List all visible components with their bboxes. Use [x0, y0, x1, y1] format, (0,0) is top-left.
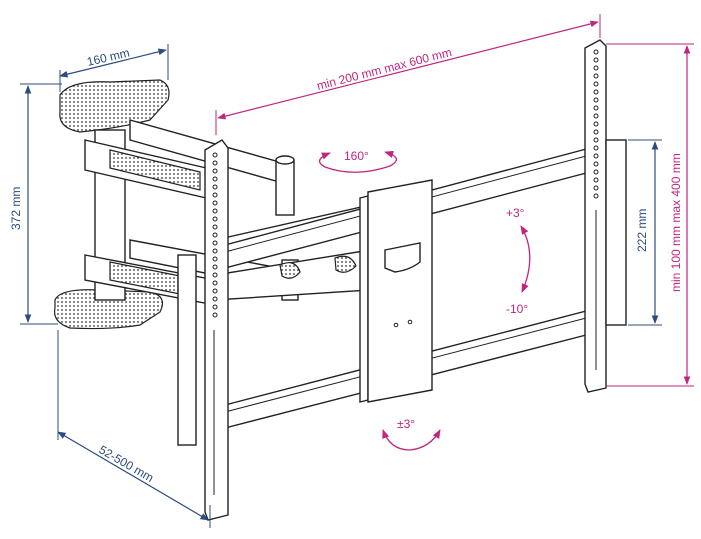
rail-hole	[212, 280, 218, 286]
rail-hole	[212, 232, 218, 238]
rail-hole	[212, 296, 218, 302]
right-rail	[584, 39, 627, 393]
rail-hole	[593, 153, 599, 159]
rail-hole	[212, 272, 218, 278]
label-tilt-up: +3°	[506, 206, 525, 220]
rail-hole	[212, 248, 218, 254]
rail-hole	[593, 113, 599, 119]
label-wall-plate-height: 372 mm	[9, 187, 23, 230]
rail-hole	[212, 152, 218, 158]
rail-hole	[212, 160, 218, 166]
rail-hole	[212, 168, 218, 174]
rail-hole	[593, 177, 599, 183]
rail-hole	[593, 65, 599, 71]
dimension-372mm: 372 mm	[9, 83, 62, 325]
label-tilt-down: -10°	[506, 302, 528, 316]
dimension-222mm: 222 mm	[628, 139, 662, 326]
rail-hole	[212, 288, 218, 294]
rail-hole	[212, 192, 218, 198]
rail-hole	[593, 185, 599, 191]
rail-hole	[593, 49, 599, 55]
rail-hole	[593, 97, 599, 103]
label-swivel: 160°	[344, 149, 369, 163]
rail-hole	[212, 216, 218, 222]
rail-hole	[593, 89, 599, 95]
rail-hole	[593, 145, 599, 151]
rail-hole	[593, 129, 599, 135]
label-level: ±3°	[397, 417, 415, 431]
label-wall-plate-width: 160 mm	[86, 46, 131, 69]
rail-hole	[593, 121, 599, 127]
rail-hole	[593, 169, 599, 175]
dimension-vesa-vertical: min 100 mm max 400 mm	[606, 43, 694, 387]
rail-hole	[212, 256, 218, 262]
swivel-indicator: 160°	[318, 149, 397, 173]
rail-hole	[212, 200, 218, 206]
rail-hole	[212, 224, 218, 230]
rail-hole	[593, 81, 599, 87]
left-rail	[177, 139, 229, 521]
rail-hole	[593, 73, 599, 79]
label-plate-height: 222 mm	[635, 209, 649, 252]
rail-hole	[593, 105, 599, 111]
level-indicator: ±3°	[382, 417, 441, 451]
rail-hole	[212, 208, 218, 214]
rail-hole	[212, 184, 218, 190]
rail-hole	[212, 312, 218, 318]
label-vesa-horizontal: min 200 mm max 600 mm	[315, 45, 453, 93]
rail-hole	[593, 57, 599, 63]
center-plate	[359, 179, 433, 403]
rail-hole	[593, 161, 599, 167]
rail-hole	[593, 193, 599, 199]
rail-hole	[593, 137, 599, 143]
tilt-indicator: +3° -10°	[506, 206, 531, 316]
rail-hole	[212, 264, 218, 270]
rail-hole	[212, 304, 218, 310]
dimension-vesa-horizontal: min 200 mm max 600 mm	[215, 14, 601, 135]
rail-hole	[212, 176, 218, 182]
label-vesa-vertical: min 100 mm max 400 mm	[669, 153, 683, 292]
label-wall-distance: 52-500 mm	[97, 442, 157, 484]
rail-hole	[212, 240, 218, 246]
